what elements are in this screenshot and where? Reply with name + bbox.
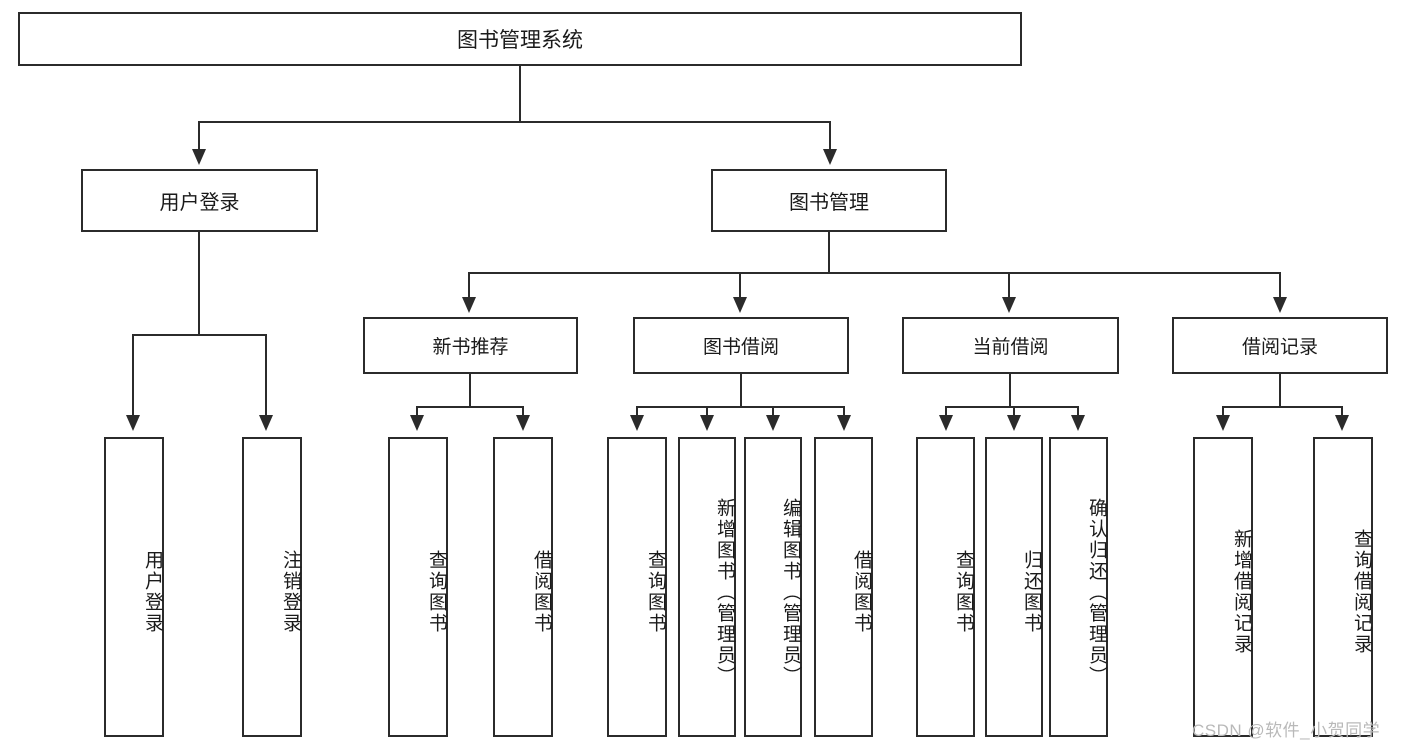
node-leaf-borrow-books-recommend[interactable]: 借阅图书 — [493, 437, 553, 737]
node-label: 新增图书（管理员） — [714, 497, 735, 687]
connector-leaf-5 — [636, 406, 638, 418]
connector-leaf-2 — [265, 334, 267, 416]
node-leaf-query-books-recommend[interactable]: 查询图书 — [388, 437, 448, 737]
connector-leaf-10 — [1013, 406, 1015, 418]
node-label: 查询借阅记录 — [1351, 529, 1372, 655]
connector-book-mgmt-trunk — [828, 232, 830, 274]
connector-current-borrow-bus — [945, 406, 1079, 408]
connector-leaf-12 — [1222, 406, 1224, 418]
arrow-leaf-1 — [126, 415, 140, 431]
arrow-leaf-6 — [700, 415, 714, 431]
node-leaf-query-borrow-record[interactable]: 查询借阅记录 — [1313, 437, 1373, 737]
arrow-leaf-8 — [837, 415, 851, 431]
node-borrow-record[interactable]: 借阅记录 — [1172, 317, 1388, 374]
connector-new-books-bus — [416, 406, 524, 408]
arrow-to-user-login — [192, 149, 206, 165]
connector-leaf-6 — [706, 406, 708, 418]
arrow-to-borrow-books — [733, 297, 747, 313]
connector-user-login-trunk — [198, 232, 200, 336]
arrow-leaf-7 — [766, 415, 780, 431]
arrow-to-new-books — [462, 297, 476, 313]
connector-borrow-records-trunk — [1279, 374, 1281, 408]
connector-to-borrow-books — [739, 272, 741, 298]
node-leaf-logout[interactable]: 注销登录 — [242, 437, 302, 737]
arrow-leaf-2 — [259, 415, 273, 431]
node-label: 查询图书 — [953, 550, 974, 634]
arrow-leaf-9 — [939, 415, 953, 431]
arrow-leaf-3 — [410, 415, 424, 431]
node-book-borrow[interactable]: 图书借阅 — [633, 317, 849, 374]
node-leaf-confirm-return-admin[interactable]: 确认归还（管理员） — [1049, 437, 1108, 737]
arrow-to-borrow-records — [1273, 297, 1287, 313]
arrow-leaf-13 — [1335, 415, 1349, 431]
connector-to-user-login — [198, 121, 200, 151]
arrow-to-book-mgmt — [823, 149, 837, 165]
node-leaf-edit-book-admin[interactable]: 编辑图书（管理员） — [744, 437, 802, 737]
connector-leaf-8 — [843, 406, 845, 418]
connector-level1-bus — [198, 121, 831, 123]
connector-user-login-bus — [132, 334, 267, 336]
node-label: 查询图书 — [426, 550, 447, 634]
node-root-system[interactable]: 图书管理系统 — [18, 12, 1022, 66]
connector-leaf-13 — [1341, 406, 1343, 418]
connector-leaf-3 — [416, 406, 418, 418]
node-label: 借阅图书 — [851, 550, 872, 634]
connector-level2-bus — [468, 272, 1281, 274]
node-label: 借阅图书 — [531, 550, 552, 634]
node-label: 图书管理 — [789, 192, 869, 214]
node-label: 确认归还（管理员） — [1086, 497, 1107, 687]
connector-to-book-mgmt — [829, 121, 831, 151]
connector-to-borrow-records — [1279, 272, 1281, 298]
connector-root-trunk — [519, 66, 521, 122]
node-leaf-query-books-current[interactable]: 查询图书 — [916, 437, 975, 737]
connector-borrow-books-trunk — [740, 374, 742, 408]
node-book-management[interactable]: 图书管理 — [711, 169, 947, 232]
arrow-leaf-5 — [630, 415, 644, 431]
arrow-leaf-11 — [1071, 415, 1085, 431]
node-label: 当前借阅 — [972, 337, 1049, 358]
connector-to-new-books — [468, 272, 470, 298]
connector-leaf-4 — [522, 406, 524, 418]
connector-to-current-borrow — [1008, 272, 1010, 298]
connector-current-borrow-trunk — [1009, 374, 1011, 408]
node-label: 注销登录 — [280, 550, 301, 634]
node-label: 图书借阅 — [702, 337, 779, 358]
connector-borrow-records-bus — [1222, 406, 1343, 408]
arrow-leaf-10 — [1007, 415, 1021, 431]
node-label: 用户登录 — [142, 550, 163, 634]
node-label: 用户登录 — [159, 192, 240, 214]
node-label: 新增借阅记录 — [1231, 529, 1252, 655]
node-leaf-borrow-books-borrow[interactable]: 借阅图书 — [814, 437, 873, 737]
connector-leaf-1 — [132, 334, 134, 416]
connector-borrow-books-bus — [636, 406, 845, 408]
node-leaf-add-borrow-record[interactable]: 新增借阅记录 — [1193, 437, 1253, 737]
node-leaf-query-books-borrow[interactable]: 查询图书 — [607, 437, 667, 737]
connector-leaf-11 — [1077, 406, 1079, 418]
node-new-book-recommend[interactable]: 新书推荐 — [363, 317, 578, 374]
arrow-to-current-borrow — [1002, 297, 1016, 313]
node-leaf-user-login[interactable]: 用户登录 — [104, 437, 164, 737]
node-leaf-return-books[interactable]: 归还图书 — [985, 437, 1043, 737]
node-label: 编辑图书（管理员） — [780, 497, 801, 687]
node-label: 查询图书 — [645, 550, 666, 634]
node-label: 新书推荐 — [432, 337, 509, 358]
connector-leaf-9 — [945, 406, 947, 418]
node-label: 归还图书 — [1021, 550, 1042, 634]
node-user-login[interactable]: 用户登录 — [81, 169, 318, 232]
node-label: 图书管理系统 — [457, 29, 583, 52]
node-label: 借阅记录 — [1241, 337, 1318, 358]
arrow-leaf-4 — [516, 415, 530, 431]
connector-new-books-trunk — [469, 374, 471, 408]
connector-leaf-7 — [772, 406, 774, 418]
arrow-leaf-12 — [1216, 415, 1230, 431]
node-leaf-add-book-admin[interactable]: 新增图书（管理员） — [678, 437, 736, 737]
node-current-borrow[interactable]: 当前借阅 — [902, 317, 1119, 374]
